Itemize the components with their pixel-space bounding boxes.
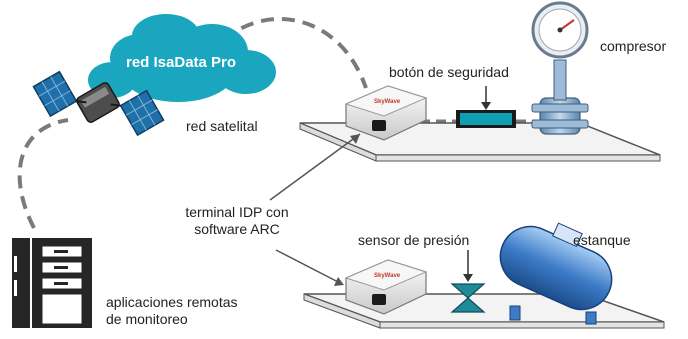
terminal-callout-lower-arrowhead bbox=[334, 277, 344, 286]
upper-terminal-device-icon: SkyWave bbox=[344, 85, 428, 141]
tank-icon bbox=[499, 222, 613, 325]
terminal-label-line1: terminal IDP con bbox=[185, 204, 289, 220]
svg-text:SkyWave: SkyWave bbox=[374, 273, 401, 279]
remote-apps-label-line2: de monitoreo bbox=[106, 311, 188, 327]
upper-platform-front bbox=[375, 154, 661, 162]
compressor-label: compresor bbox=[600, 38, 667, 54]
tank-label: estanque bbox=[573, 232, 631, 248]
cloud-icon bbox=[88, 14, 276, 102]
valve-icon bbox=[450, 250, 486, 313]
safety-button-display bbox=[456, 86, 516, 128]
terminal-callout-lower bbox=[275, 249, 343, 285]
satellite-to-terminal-link bbox=[222, 17, 368, 89]
terminal-label-line2: software ARC bbox=[194, 221, 280, 237]
pressure-gauge-icon bbox=[531, 1, 589, 135]
terminal-label: terminal IDP con software ARC bbox=[172, 204, 302, 238]
remote-apps-label-line1: aplicaciones remotas bbox=[106, 294, 238, 310]
lower-platform-front bbox=[379, 321, 665, 329]
satellite-icon bbox=[32, 70, 165, 137]
svg-text:SkyWave: SkyWave bbox=[374, 99, 401, 105]
terminal-callout-upper bbox=[269, 133, 361, 201]
server-to-satellite-link bbox=[17, 118, 69, 229]
terminal-callout-upper-arrowhead bbox=[350, 134, 360, 144]
safety-button-label: botón de seguridad bbox=[389, 64, 509, 80]
pressure-sensor-label: sensor de presión bbox=[358, 232, 470, 248]
lower-terminal-device-icon: SkyWave bbox=[344, 259, 428, 315]
satellite-network-label: red satelital bbox=[186, 118, 258, 134]
cloud-label: red IsaData Pro bbox=[126, 54, 237, 71]
server-icon bbox=[12, 238, 92, 328]
remote-apps-label: aplicaciones remotas de monitoreo bbox=[106, 294, 238, 328]
